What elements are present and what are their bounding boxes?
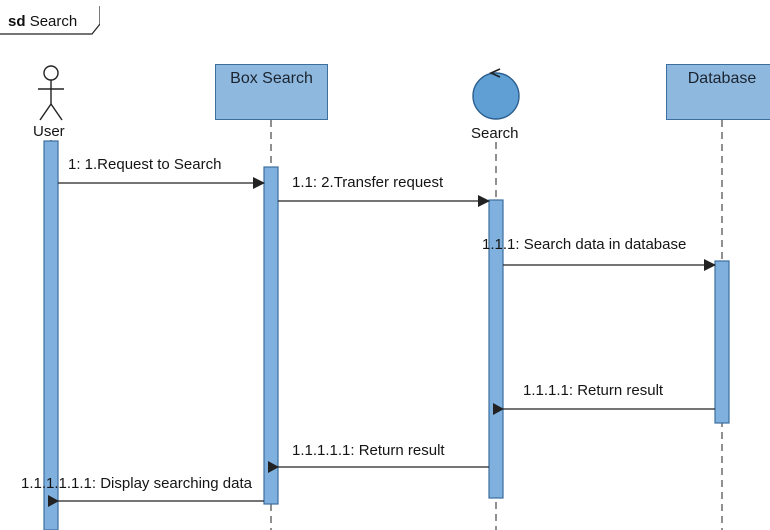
frame-name: Search — [29, 13, 78, 30]
message-label-6: 1.1.1.1.1.1: Display searching data — [21, 475, 252, 492]
box-search-head[interactable]: Box Search — [215, 64, 328, 120]
frame-title: sd Search — [8, 13, 77, 30]
message-label-1: 1: 1.Request to Search — [68, 156, 222, 173]
user-label: User — [33, 123, 65, 140]
frame-keyword: sd — [8, 13, 26, 30]
message-label-2: 1.1: 2.Transfer request — [292, 174, 444, 191]
actor-icon — [38, 65, 64, 121]
database-label: Database — [687, 70, 757, 87]
message-label-5: 1.1.1.1.1: Return result — [292, 442, 445, 459]
box-search-label: Box Search — [230, 70, 313, 87]
database-head[interactable]: Database — [666, 64, 770, 120]
search-activation-bar — [488, 199, 504, 499]
box-search-activation-bar — [263, 166, 279, 505]
message-label-3: 1.1.1: Search data in database — [482, 236, 687, 253]
search-label: Search — [471, 125, 519, 142]
control-icon — [472, 68, 520, 120]
database-activation-bar — [714, 260, 730, 424]
user-activation-bar — [43, 140, 59, 530]
message-label-4: 1.1.1.1: Return result — [523, 382, 664, 399]
